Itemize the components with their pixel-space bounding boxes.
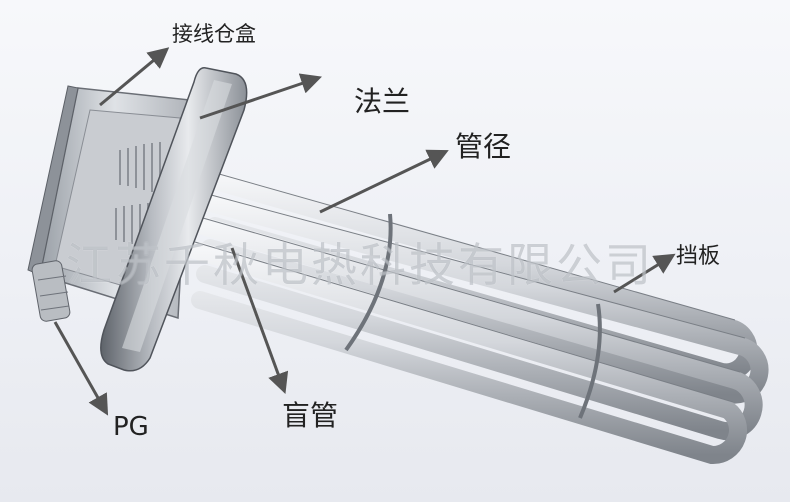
label-pipe-diameter: 管径 [455,130,512,163]
label-blind-pipe: 盲管 [282,399,339,432]
label-pg: PG [113,412,149,442]
flange [100,67,248,372]
label-terminal-box: 接线仓盒 [172,22,256,46]
baffles [344,213,602,419]
label-flange: 法兰 [354,85,411,118]
label-baffle: 挡板 [676,244,721,269]
watermark-text: 江苏千秋电热科技有限公司 [66,238,654,292]
callout-arrows [53,47,676,416]
heating-tubes [186,169,769,464]
pg-gland [31,260,71,322]
